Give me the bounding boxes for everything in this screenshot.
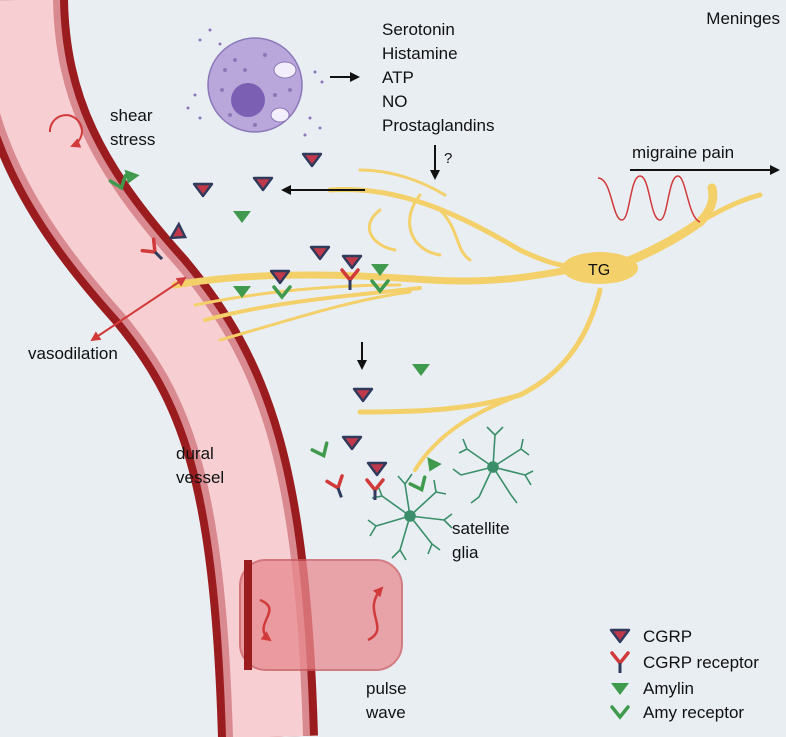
- molecules: [108, 152, 442, 502]
- migraine-pain-label: migraine pain: [632, 143, 735, 162]
- legend-amy-receptor-icon: [610, 705, 630, 719]
- vasodilation-arrow: [90, 276, 187, 342]
- legend-cgrp-receptor-label: CGRP receptor: [643, 653, 759, 672]
- dural-label: dural: [176, 444, 214, 463]
- mediator-atp: ATP: [382, 68, 414, 87]
- black-arrows: [281, 72, 780, 370]
- question-mark: ?: [444, 150, 453, 167]
- pulse-label: pulse: [366, 679, 407, 698]
- legend-amylin-label: Amylin: [643, 679, 695, 698]
- vessel-label: vessel: [176, 468, 225, 487]
- pulse-wave-icon: [239, 559, 403, 671]
- legend-amylin-icon: [611, 683, 629, 695]
- mediator-histamine: Histamine: [382, 44, 458, 63]
- meninges-label: Meninges: [706, 9, 780, 28]
- mediator-no: NO: [382, 92, 408, 111]
- shear-label: shear: [110, 106, 153, 125]
- pain-signal-icon: [597, 175, 701, 223]
- legend-cgrp-label: CGRP: [643, 627, 693, 646]
- mediator-serotonin: Serotonin: [382, 20, 455, 39]
- legend-cgrp-icon: [609, 628, 631, 644]
- legend-amy-receptor-label: Amy receptor: [643, 703, 745, 722]
- legend-cgrp-receptor-icon: [610, 651, 630, 675]
- shear-stress-icon: [48, 114, 83, 148]
- mast-cell-icon: [186, 28, 324, 137]
- vasodilation-label: vasodilation: [28, 344, 118, 363]
- wave-label: wave: [366, 703, 406, 722]
- mediator-prostaglandins: Prostaglandins: [382, 116, 495, 135]
- glia-label: glia: [452, 543, 479, 562]
- satellite-glia-icon: [367, 426, 534, 561]
- satellite-label: satellite: [452, 519, 510, 538]
- legend-symbols: [609, 628, 631, 719]
- tg-label: TG: [588, 262, 611, 279]
- stress-label: stress: [110, 130, 156, 149]
